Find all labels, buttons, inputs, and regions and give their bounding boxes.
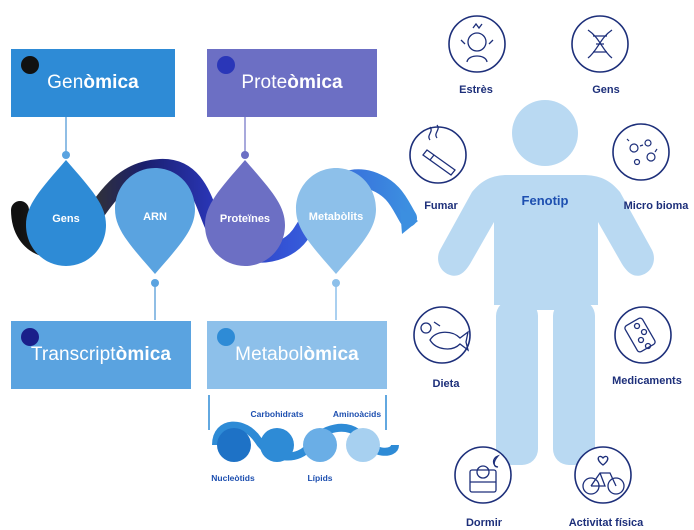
transcriptomics-title-prefix: Transcript xyxy=(30,344,116,365)
transcriptomics-title: Transcriptòmica xyxy=(31,344,171,366)
factor-activitat xyxy=(574,446,632,504)
factor-label-dormir: Dormir xyxy=(466,517,503,529)
cigarette-icon xyxy=(422,124,456,176)
metabolite-carbohidrats-circle xyxy=(260,428,294,462)
metabolomics-connector-dot xyxy=(332,279,340,287)
human-figure xyxy=(438,100,654,465)
bicycle-icon xyxy=(582,455,625,495)
wave-arrow-icon xyxy=(400,208,418,234)
sleep-icon xyxy=(469,454,501,493)
factor-label-microbioma: Micro bioma xyxy=(624,200,690,212)
transcriptomics-dot xyxy=(21,328,39,346)
factor-label-estres: Estrès xyxy=(459,84,493,96)
drop-gens xyxy=(26,160,106,266)
genomics-title-suffix: òmica xyxy=(83,72,139,93)
metabolite-aminoacids-circle xyxy=(346,428,380,462)
label-lipids: Lípids xyxy=(307,473,332,483)
factor-label-medicaments: Medicaments xyxy=(612,375,682,387)
factor-fumar xyxy=(409,124,467,184)
factor-dormir xyxy=(454,446,512,504)
label-carbohidrats: Carbohidrats xyxy=(251,409,304,419)
metabolomics-bracket xyxy=(208,395,387,430)
factor-gens xyxy=(571,15,629,73)
label-aminoacids: Aminoàcids xyxy=(333,409,381,419)
food-icon xyxy=(420,321,470,352)
microbe-icon xyxy=(626,138,658,166)
genomics-title-prefix: Gen xyxy=(47,72,84,93)
proteomics-title-suffix: òmica xyxy=(287,72,343,93)
factor-label-dieta: Dieta xyxy=(433,378,461,390)
drop-proteines xyxy=(205,160,285,266)
proteomics-title: Proteòmica xyxy=(241,72,342,94)
factor-label-gens: Gens xyxy=(592,84,620,96)
metabolomics-dot xyxy=(217,328,235,346)
genomics-dot xyxy=(21,56,39,74)
metabolomics-title-prefix: Metabol xyxy=(235,344,304,365)
drop-label-proteines: Proteïnes xyxy=(220,213,270,225)
transcriptomics-connector-dot xyxy=(151,279,159,287)
metabolomics-title: Metabolòmica xyxy=(235,344,359,366)
pills-icon xyxy=(624,317,656,353)
transcriptomics-title-suffix: òmica xyxy=(115,344,172,365)
metabolomics-title-suffix: òmica xyxy=(303,344,359,365)
dna-icon xyxy=(587,29,613,59)
transcriptomics-box: Transcriptòmica xyxy=(11,321,191,389)
genomics-box: Genòmica xyxy=(11,49,175,117)
factor-label-fumar: Fumar xyxy=(424,200,458,212)
drop-arn xyxy=(115,168,195,274)
factor-estres xyxy=(448,15,506,73)
proteomics-dot xyxy=(217,56,235,74)
factor-label-activitat: Activitat física xyxy=(569,517,644,529)
metabolite-lipids-circle xyxy=(303,428,337,462)
stress-icon xyxy=(460,22,494,63)
phenotype-label: Fenotip xyxy=(522,193,569,208)
metabolomics-box: Metabolòmica xyxy=(207,321,387,389)
drop-label-arn: ARN xyxy=(143,211,167,223)
genomics-connector-dot xyxy=(62,151,70,159)
proteomics-title-prefix: Prote xyxy=(241,72,288,93)
factor-dieta xyxy=(413,306,471,364)
label-nucleotids: Nucleòtids xyxy=(211,473,255,483)
factor-microbioma xyxy=(612,123,670,181)
factor-medicaments xyxy=(614,306,672,364)
drop-metabolits xyxy=(296,168,376,274)
metabolite-nucleotids-circle xyxy=(217,428,251,462)
drop-label-metabolits: Metabòlits xyxy=(309,211,363,223)
proteomics-connector-dot xyxy=(241,151,249,159)
proteomics-box: Proteòmica xyxy=(207,49,377,117)
genomics-title: Genòmica xyxy=(47,72,139,94)
drop-label-gens: Gens xyxy=(52,213,80,225)
